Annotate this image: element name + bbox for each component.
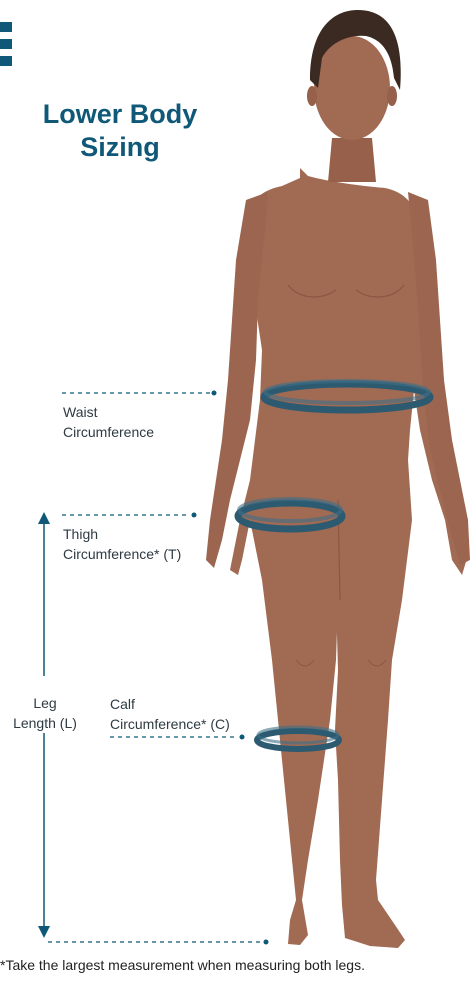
thigh-label-line-2: Circumference* (T) [63,544,181,564]
waist-label-line-1: Waist [63,402,154,422]
ear-right [307,86,317,106]
footnote: *Take the largest measurement when measu… [0,957,470,973]
thigh-label: Thigh Circumference* (T) [63,524,181,564]
waist-label: Waist Circumference [63,402,154,442]
leg-length-label: Leg Length (L) [4,693,86,733]
calf-label-line-1: Calf [110,694,230,714]
calf-label: Calf Circumference* (C) [110,694,230,734]
ear-left [387,86,397,106]
leg-length-label-line-2: Length (L) [4,713,86,733]
leg-length-label-line-1: Leg [4,693,86,713]
calf-label-line-2: Circumference* (C) [110,714,230,734]
thigh-leader-dot [192,513,197,518]
neck [328,138,376,182]
leg-bottom-dot [264,940,269,945]
body-figure [206,10,470,948]
waist-leader-dot [212,391,217,396]
thigh-label-line-1: Thigh [63,524,181,544]
waist-label-line-2: Circumference [63,422,154,442]
calf-leader-dot [240,735,245,740]
